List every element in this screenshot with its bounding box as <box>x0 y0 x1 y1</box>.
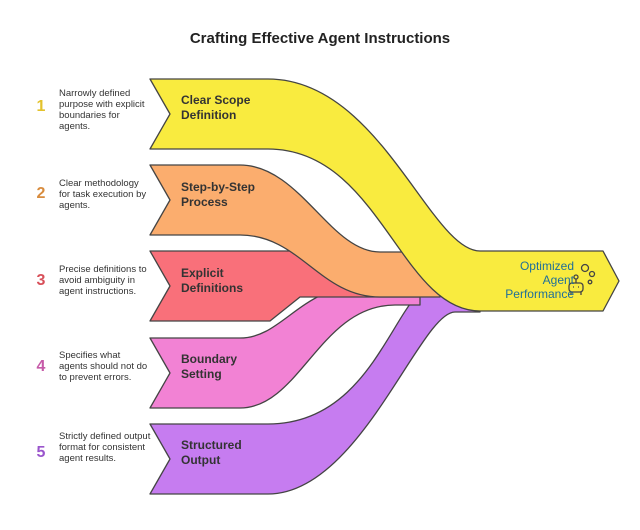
step-label-clear-scope: Clear Scope Definition <box>181 93 251 122</box>
step-number-4: 4 <box>36 358 46 375</box>
boundary-setting-band <box>149 281 421 409</box>
step-number-2: 2 <box>36 185 46 202</box>
step-label-step-by-step: Step-by-Step Process <box>181 180 256 209</box>
step-label-boundary-setting: Boundary Setting <box>181 352 238 381</box>
step-by-step-band <box>149 164 441 298</box>
goal-label-optimized-performance: Optimized Agent Performance <box>505 259 574 301</box>
robot-with-bubbles-icon <box>568 263 596 295</box>
structured-output-band <box>149 281 481 495</box>
step-label-explicit-definitions: Explicit Definitions <box>181 266 243 295</box>
step-number-3: 3 <box>36 272 46 289</box>
step-description-1: Narrowly defined purpose with explicit b… <box>59 88 145 132</box>
step-number-1: 1 <box>36 98 46 115</box>
step-description-2: Clear methodology for task execution by … <box>59 178 147 211</box>
step-description-3: Precise definitions to avoid ambiguity i… <box>59 264 147 297</box>
step-number-5: 5 <box>36 444 46 461</box>
step-description-5: Strictly defined output format for consi… <box>59 431 151 464</box>
clear-scope-band <box>149 78 620 312</box>
step-label-structured-output: Structured Output <box>181 438 242 467</box>
diagram-title: Crafting Effective Agent Instructions <box>189 30 451 47</box>
step-description-4: Specifies what agents should not do to p… <box>59 350 148 383</box>
